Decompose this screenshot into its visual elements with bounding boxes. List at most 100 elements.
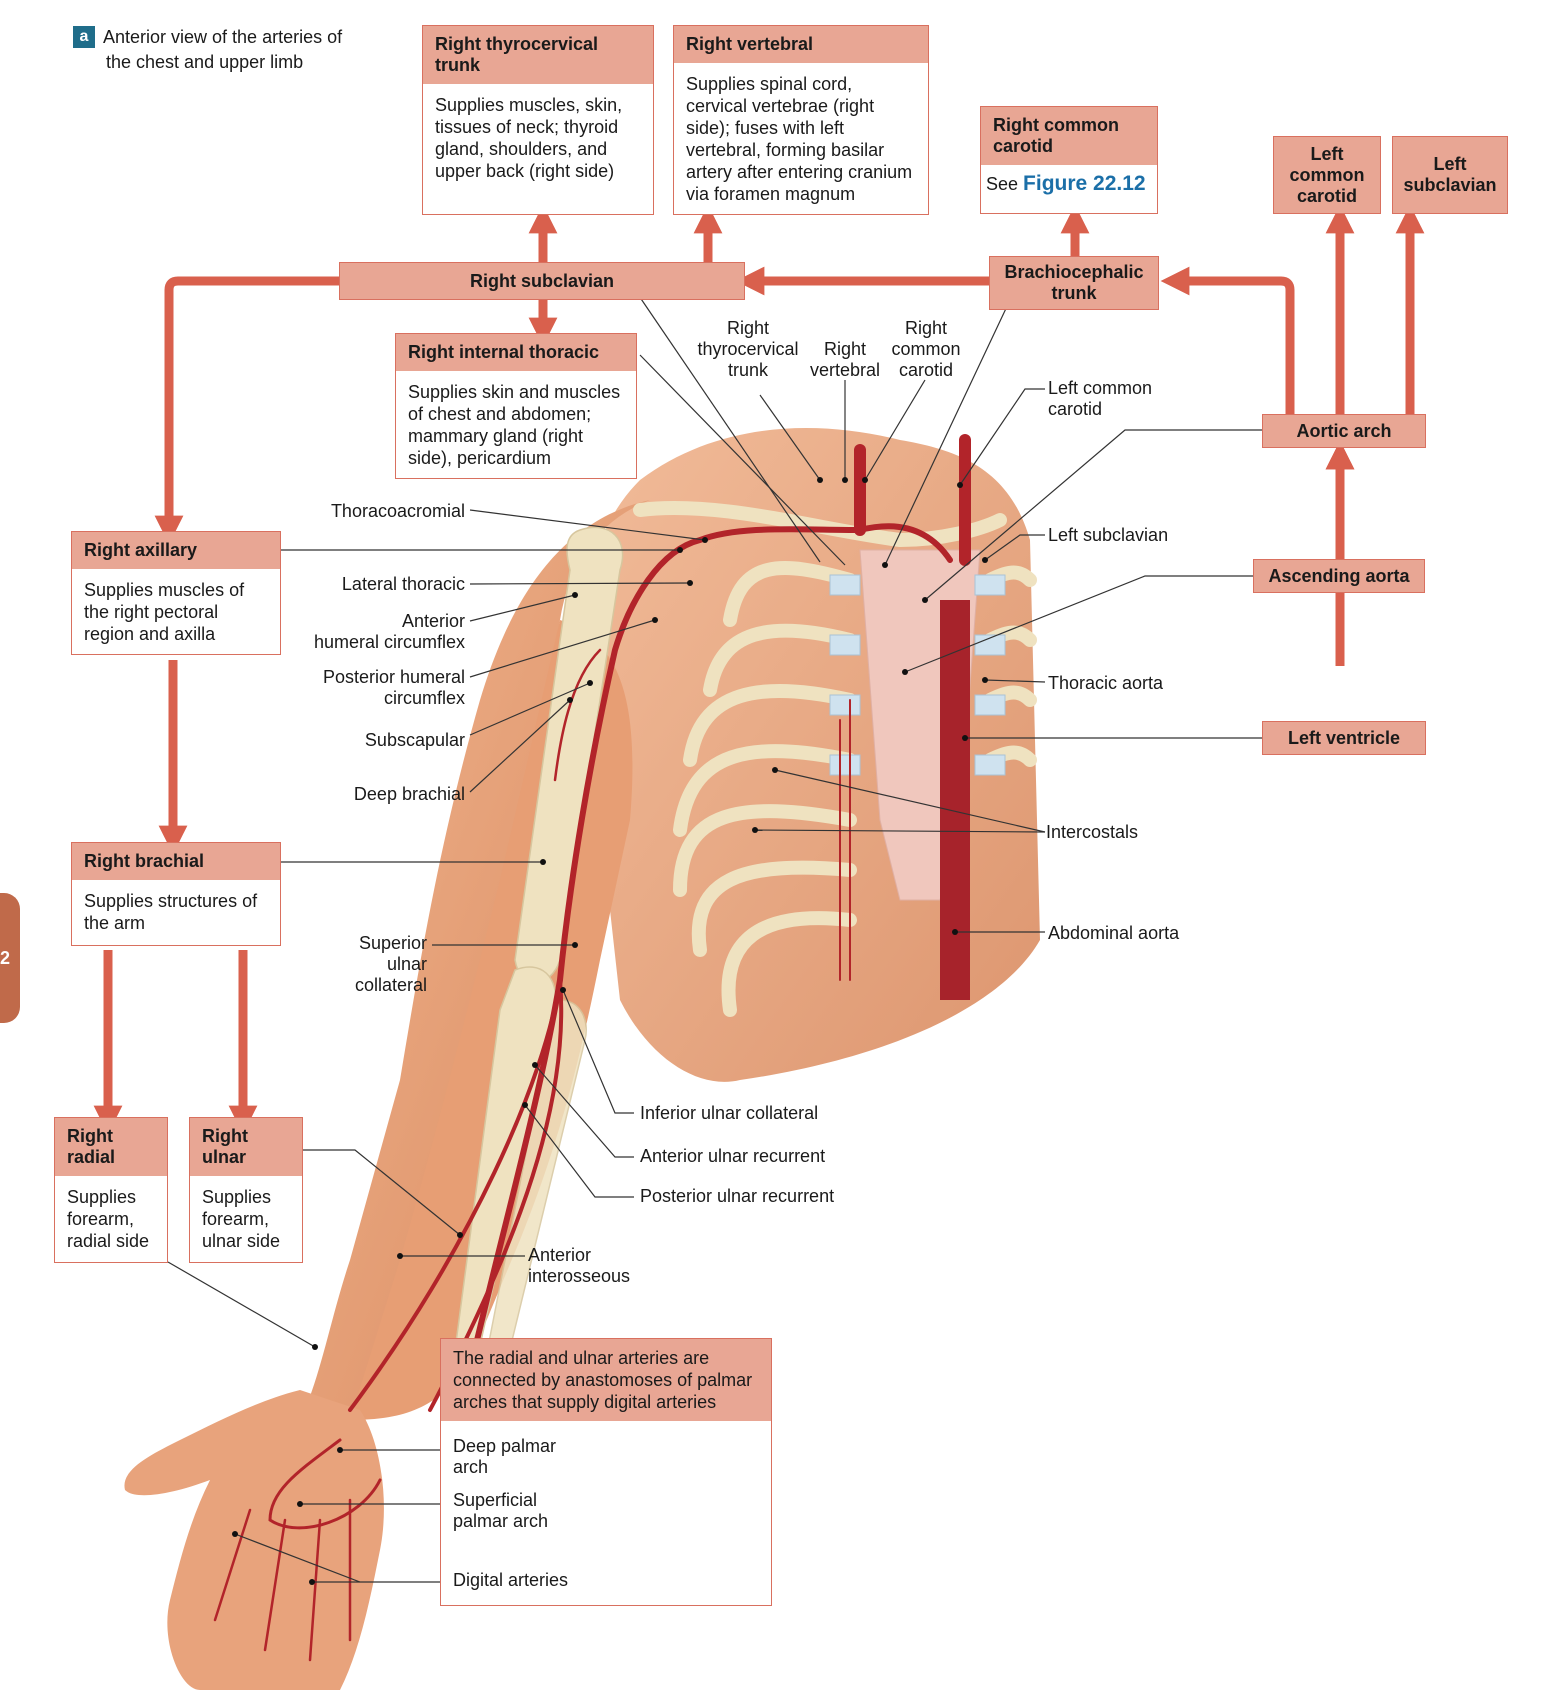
right-internal-thoracic-box: Right internal thoracic Supplies skin an… (395, 333, 637, 479)
label-lateral-thoracic: Lateral thoracic (341, 574, 465, 594)
label-subscapular: Subscapular (364, 730, 465, 750)
label-line: circumflex (383, 688, 465, 708)
box-description: Supplies muscles, skin, tissues of neck;… (423, 84, 653, 192)
label-line: trunk (727, 360, 769, 380)
desc-line: the right pectoral (84, 602, 219, 622)
desc-line: forearm, (67, 1209, 135, 1229)
right-radial-box: Right radial Supplies forearm, radial si… (54, 1117, 168, 1263)
box-title: Right ulnar (190, 1118, 302, 1176)
leader-lines (167, 289, 1262, 1583)
see-text: See (986, 174, 1019, 194)
title-line: Left (1433, 154, 1467, 174)
label-line: Deep palmar (453, 1436, 557, 1456)
label-intercostals: Intercostals (1046, 822, 1139, 842)
palmar-arches-box: The radial and ulnar arteries are connec… (440, 1338, 772, 1606)
label-left-common-carotid: Left common carotid (1048, 378, 1152, 420)
label-line: Anterior (528, 1245, 592, 1265)
figure-link[interactable]: Figure 22.12 (1023, 172, 1146, 195)
title-line: Right common (993, 115, 1119, 135)
box-title: Right common carotid (981, 107, 1157, 165)
arm-bones (449, 526, 624, 1391)
desc-line: forearm, (202, 1209, 270, 1229)
chapter-tab: 2 (0, 893, 20, 1023)
label-line: Left common (1048, 378, 1153, 398)
left-subclavian-box: Left subclavian (1392, 136, 1508, 214)
label-line: palmar arch (453, 1511, 549, 1531)
title-line: ulnar (202, 1147, 247, 1167)
label-line: common (891, 339, 961, 359)
desc-line: side), pericardium (408, 448, 552, 468)
desc-line: Supplies (202, 1187, 272, 1207)
desc-line: mammary gland (right (408, 426, 584, 446)
superficial-palmar-arch-label: Superficial palmar arch (453, 1490, 548, 1532)
box-description: Supplies forearm, ulnar side (190, 1176, 302, 1262)
caption-line-1: Anterior view of the arteries of (103, 27, 343, 47)
leader-dots (232, 477, 988, 1585)
label-anterior-humeral-circumflex: Anterior humeral circumflex (270, 611, 465, 653)
digital-arteries-label: Digital arteries (453, 1570, 569, 1590)
label-line: Posterior humeral (322, 667, 465, 687)
label-posterior-humeral-circumflex: Posterior humeral circumflex (270, 667, 465, 709)
box-title: Right radial (55, 1118, 167, 1176)
right-brachial-box: Right brachial Supplies structures of th… (71, 842, 281, 946)
label-line: Superficial (453, 1490, 538, 1510)
box-description: Supplies muscles of the right pectoral r… (72, 569, 280, 655)
title-line: radial (67, 1147, 116, 1167)
box-title: The radial and ulnar arteries are connec… (441, 1339, 771, 1421)
flow-arrows (93, 204, 1425, 1135)
label-right-vertebral: Right vertebral (805, 339, 885, 381)
label-line: carotid (898, 360, 954, 380)
left-common-carotid-box: Left common carotid (1273, 136, 1381, 214)
label-left-subclavian: Left subclavian (1048, 525, 1169, 545)
right-subclavian-box: Right subclavian (339, 262, 745, 300)
title-line: carotid (1296, 185, 1357, 206)
desc-line: tissues of neck; thyroid (435, 117, 619, 137)
desc-line: gland, shoulders, and (435, 139, 608, 159)
desc-line: Supplies spinal cord, (686, 74, 853, 94)
box-title: Right thyrocervical trunk (423, 26, 653, 84)
title-line: Left (1310, 143, 1344, 164)
chapter-tab-text: 2 (0, 947, 11, 968)
desc-line: cervical vertebrae (right (686, 96, 875, 116)
label-anterior-ulnar-recurrent: Anterior ulnar recurrent (640, 1146, 826, 1166)
label-posterior-ulnar-recurrent: Posterior ulnar recurrent (640, 1186, 835, 1206)
left-ventricle-box: Left ventricle (1262, 721, 1426, 755)
desc-line: Supplies muscles of (84, 580, 245, 600)
title-line: The radial and ulnar arteries are (453, 1348, 710, 1368)
label-line: interosseous (528, 1266, 631, 1286)
rib-cage (673, 561, 1037, 1017)
label-superior-ulnar-collateral: Superior ulnar collateral (310, 933, 427, 996)
title-line: Brachiocephalic (1004, 262, 1144, 282)
title-line: connected by anastomoses of palmar (453, 1370, 753, 1390)
aortic-arch-box: Aortic arch (1262, 414, 1426, 448)
label-right-common-carotid: Right common carotid (886, 318, 966, 381)
deep-palmar-arch-label: Deep palmar arch (453, 1436, 556, 1478)
desc-line: the arm (84, 913, 146, 933)
label-thoracoacromial: Thoracoacromial (330, 501, 465, 521)
label-line: arch (453, 1457, 489, 1477)
label-abdominal-aorta: Abdominal aorta (1048, 923, 1180, 943)
label-line: Superior (358, 933, 427, 953)
box-title: Right axillary (72, 532, 280, 569)
label-line: vertebral (809, 360, 881, 380)
box-description: Supplies structures of the arm (72, 880, 280, 944)
desc-line: Supplies structures of (84, 891, 258, 911)
desc-line: Supplies (67, 1187, 137, 1207)
desc-line: of chest and abdomen; (408, 404, 592, 424)
costal-cartilage (829, 574, 1006, 776)
label-right-thyrocervical-trunk: Right thyrocervical trunk (690, 318, 806, 381)
label-line: Anterior (401, 611, 465, 631)
desc-line: via foramen magnum (686, 184, 856, 204)
box-title: Right brachial (72, 843, 280, 880)
label-line: ulnar (386, 954, 427, 974)
desc-line: Supplies muscles, skin, (435, 95, 623, 115)
label-line: humeral circumflex (313, 632, 465, 652)
title-line: subclavian (1403, 175, 1497, 195)
right-axillary-box: Right axillary Supplies muscles of the r… (71, 531, 281, 655)
desc-line: artery after entering cranium (686, 162, 913, 182)
label-thoracic-aorta: Thoracic aorta (1048, 673, 1164, 693)
right-thyrocervical-trunk-box: Right thyrocervical trunk Supplies muscl… (422, 25, 654, 215)
label-line: carotid (1048, 399, 1103, 419)
title-line: common (1289, 164, 1365, 185)
